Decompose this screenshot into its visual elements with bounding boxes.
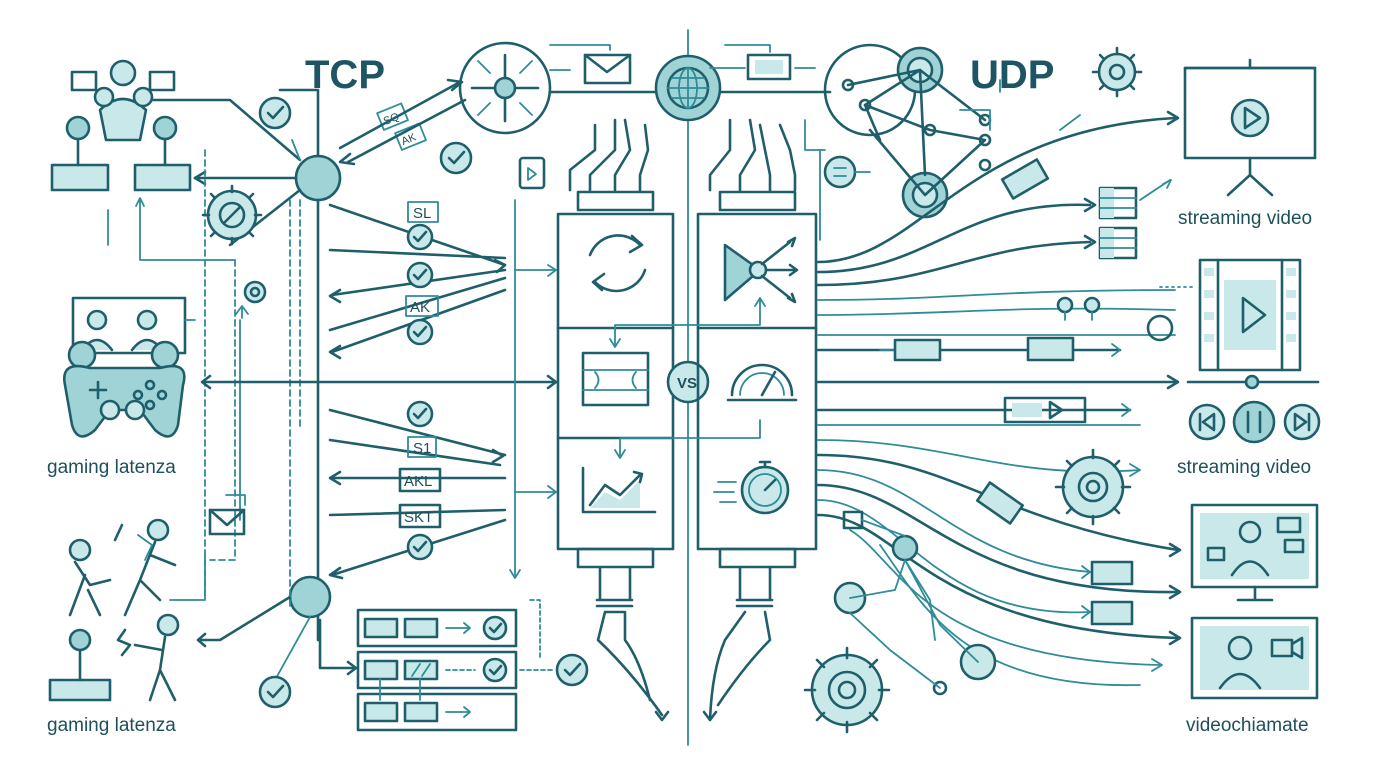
- caption-videocall: videochiamate: [1186, 715, 1309, 736]
- udp-network: [804, 43, 992, 219]
- tcp-hub-top: [148, 88, 342, 642]
- tag-skt: SKT: [398, 503, 442, 529]
- udp-packets: [879, 158, 1174, 626]
- router-icon: [458, 41, 552, 135]
- video-call-monitor-icon: [1190, 503, 1319, 602]
- video-call-woman-icon: [1190, 616, 1319, 700]
- envelope-icon-left: [208, 494, 246, 536]
- udp-bottom-network: [833, 510, 997, 696]
- phone-icon: [518, 156, 546, 190]
- caption-streaming-mid: streaming video: [1177, 457, 1311, 478]
- svg-text:AKL: AKL: [404, 473, 432, 490]
- svg-text:AK: AK: [410, 299, 430, 316]
- gear-icon-right: [1054, 448, 1132, 526]
- svg-text:S1: S1: [413, 440, 431, 457]
- svg-text:SKT: SKT: [404, 509, 433, 526]
- check-icon-top: [439, 141, 473, 175]
- gear-icon-udp: [1091, 46, 1143, 98]
- tag-s1: S1: [407, 436, 437, 458]
- check-icon-bottom: [258, 675, 292, 709]
- film-strip-icon: [1198, 258, 1302, 372]
- tcp-ordering-table: [318, 599, 589, 732]
- caption-streaming-top: streaming video: [1178, 208, 1312, 229]
- vs-badge: VS: [666, 360, 710, 404]
- caption-gaming-latency-bottom: gaming latenza: [47, 715, 176, 736]
- envelope-icon: [549, 44, 632, 85]
- tcp-packet-flow: [200, 199, 558, 580]
- projector-screen-icon: [1183, 58, 1317, 197]
- small-gear-icon: [243, 280, 267, 304]
- tag-sl: SL: [407, 201, 439, 223]
- udp-streams: [816, 79, 1182, 686]
- tag-akl: AKL: [398, 467, 442, 493]
- wrench-gear-icon: [201, 184, 263, 246]
- handshake-lines: [338, 80, 467, 164]
- check-icon-hub: [258, 96, 292, 130]
- gear-icon-bottom-center: [803, 646, 891, 734]
- packet-icon: [709, 44, 816, 81]
- svg-text:AK: AK: [400, 131, 419, 148]
- caption-gaming-latency-top: gaming latenza: [47, 457, 176, 478]
- udp-title: UDP: [970, 53, 1054, 97]
- check-icons-flow: [406, 223, 434, 561]
- handshake-tag-ak: AK: [394, 122, 427, 151]
- tag-ak: AK: [405, 295, 439, 317]
- globe-icon: [654, 54, 722, 122]
- svg-text:VS: VS: [677, 375, 697, 392]
- players-action-icon: [48, 518, 180, 702]
- gamepad-players-icon: [63, 296, 187, 438]
- tcp-hub-bottom: [196, 575, 332, 681]
- tcp-panel: [556, 118, 675, 722]
- media-controls-icon: [1186, 374, 1321, 444]
- joystick-users-icon: [50, 59, 236, 261]
- udp-panel: [609, 118, 818, 722]
- svg-text:SL: SL: [413, 205, 431, 222]
